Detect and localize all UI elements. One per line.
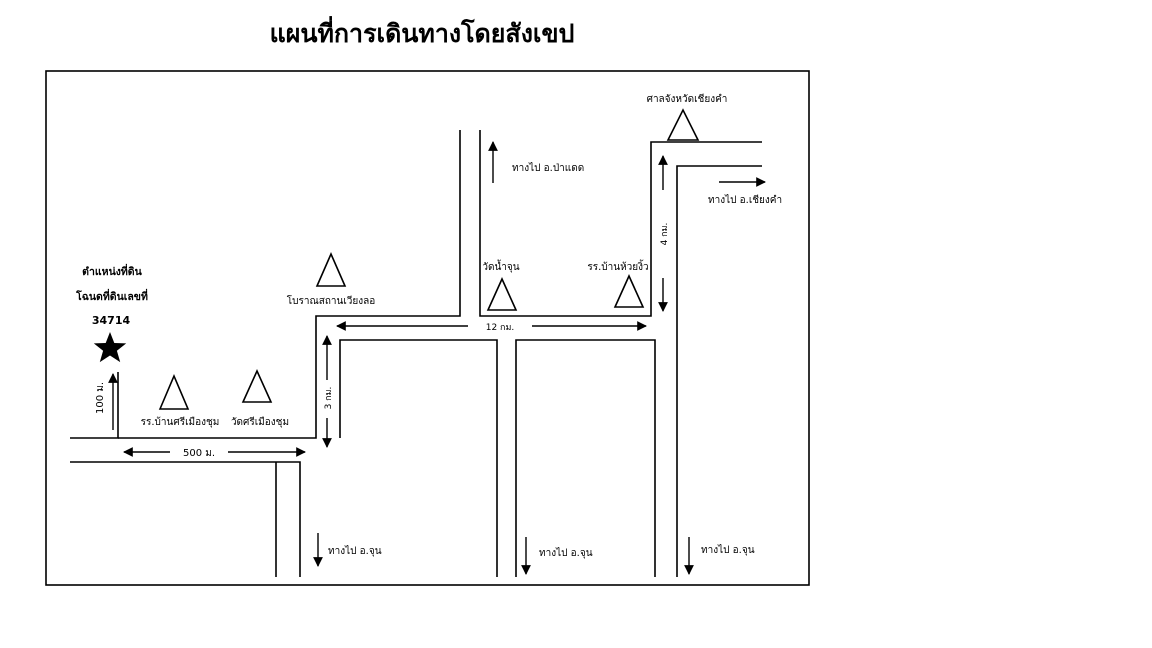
distance-500m: 500 ม. xyxy=(183,448,215,459)
parcel-label-line1: ตำแหน่งที่ดิน xyxy=(82,263,142,278)
temple-sri-label: วัดศรีเมืองชุม xyxy=(231,416,289,428)
school-sri-label: รร.บ้านศรีเมืองชุม xyxy=(141,416,220,428)
parcel-number: 34714 xyxy=(92,314,131,327)
direction-chiangkham: ทางไป อ.เชียงคำ xyxy=(708,194,782,206)
school-huai-label: รร.บ้านห้วยงิ้ว xyxy=(587,259,648,273)
ancient-site-label: โบราณสถานเวียงลอ xyxy=(287,294,376,307)
road-network xyxy=(70,130,762,577)
triangle-icon xyxy=(158,373,190,410)
triangle-icon xyxy=(241,369,273,403)
temple-namjun-label: วัดน้ำจุน xyxy=(482,259,519,273)
direction-pakaet: ทางไป อ.ป่าแดด xyxy=(512,162,584,174)
direction-chun-1: ทางไป อ.จุน xyxy=(328,545,382,557)
distance-100m: 100 ม. xyxy=(95,382,106,414)
triangle-icon xyxy=(666,108,700,141)
parcel-label-line2: โฉนดที่ดินเลขที่ xyxy=(75,288,148,303)
direction-chun-2: ทางไป อ.จุน xyxy=(539,547,593,559)
direction-chun-3: ทางไป อ.จุน xyxy=(701,544,755,556)
triangle-icon xyxy=(315,252,347,287)
triangle-icon xyxy=(486,277,518,311)
distance-4km: 4 กม. xyxy=(660,223,670,246)
map-frame xyxy=(45,70,810,586)
star-icon xyxy=(93,332,127,363)
arrow-icon xyxy=(108,141,766,575)
shrine-label: ศาลจังหวัดเชียงคำ xyxy=(647,93,728,105)
map-title: แผนที่การเดินทางโดยสังเขป xyxy=(269,19,575,48)
triangle-icon xyxy=(613,274,645,308)
distance-3km: 3 กม. xyxy=(324,387,334,410)
distance-12km: 12 กม. xyxy=(486,323,515,333)
